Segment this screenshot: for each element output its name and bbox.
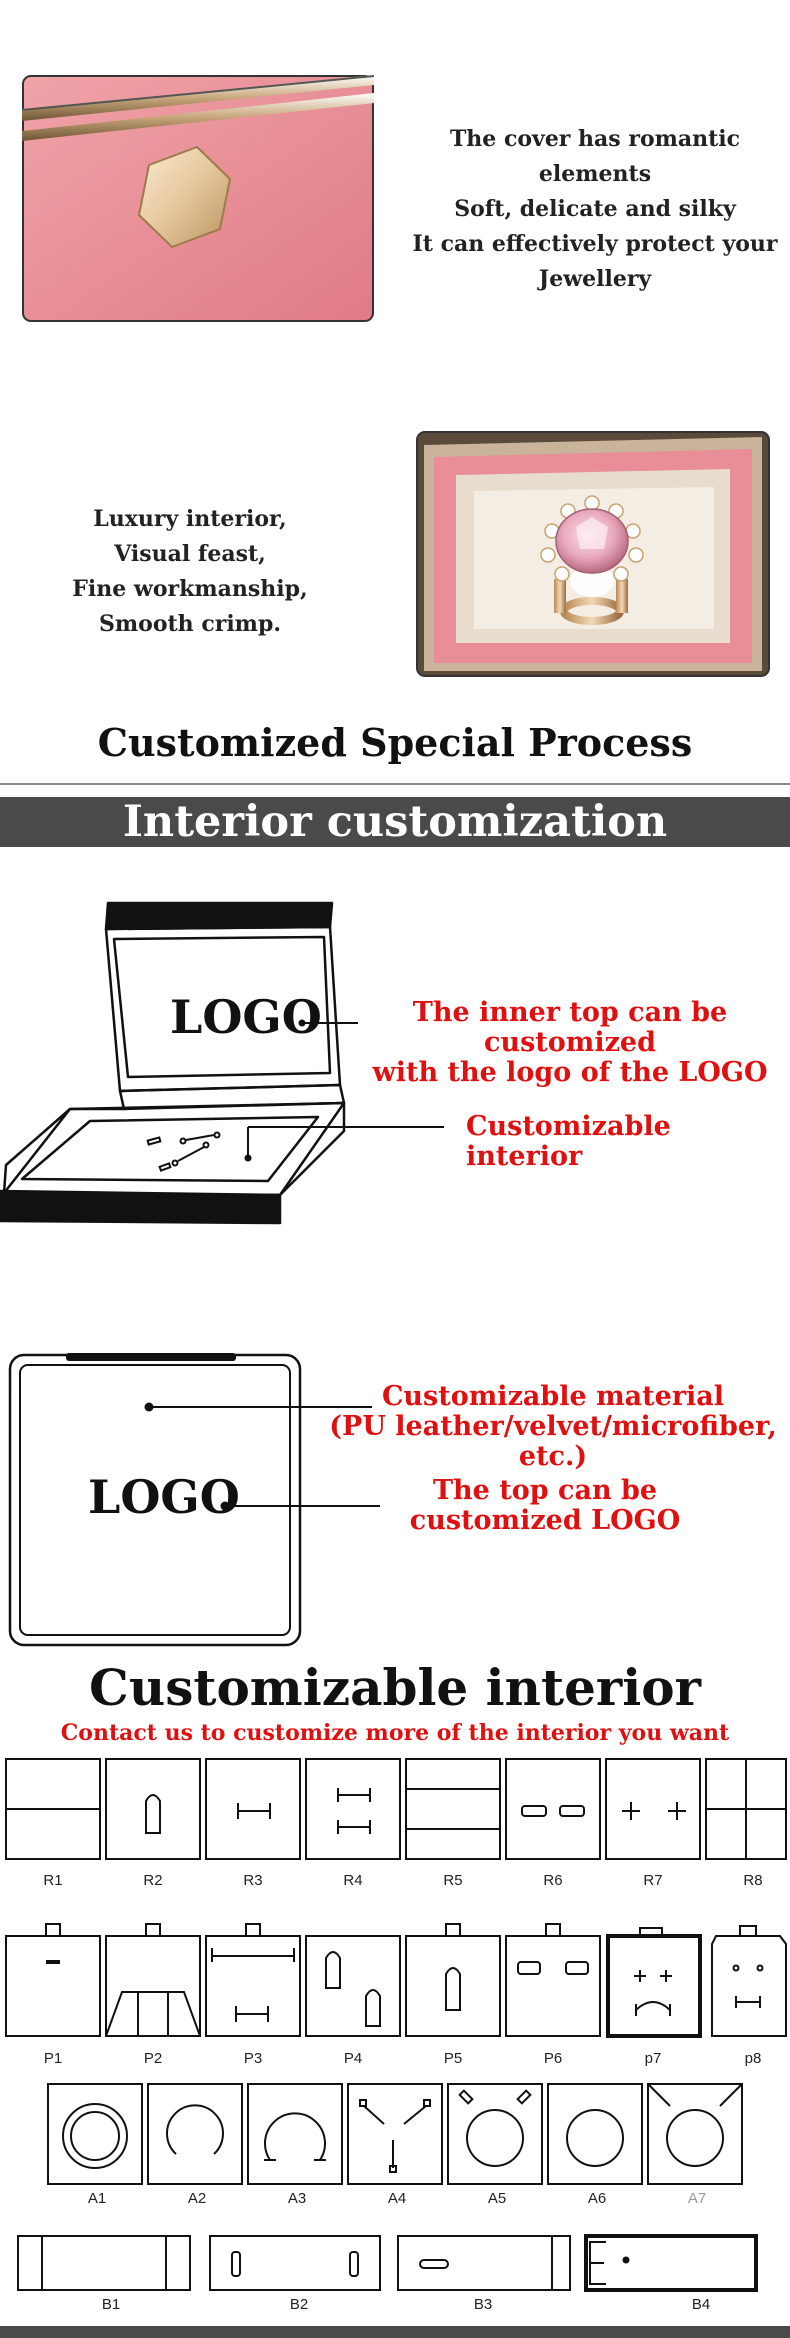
inner-top-caption-line: The inner top can be customized — [412, 997, 728, 1058]
logo-text: LOGO — [88, 1470, 240, 1524]
interior-caption: Customizable interior — [466, 1111, 671, 1172]
insert-label-a3: A3 — [287, 2190, 307, 2207]
leader-line — [298, 1012, 358, 1027]
insert-row-a — [0, 2080, 790, 2190]
process-title: Customized Special Process — [97, 720, 693, 765]
insert-label-r3: R3 — [243, 1872, 263, 1889]
insert-row-p — [0, 1918, 790, 2044]
cover-line: Soft, delicate and silky — [454, 196, 736, 222]
interior-subtitle: Contact us to customize more of the inte… — [60, 1720, 730, 1746]
insert-label-r5: R5 — [443, 1872, 463, 1889]
insert-label-r1: R1 — [43, 1872, 63, 1889]
insert-label-a2: A2 — [187, 2190, 207, 2207]
cover-line: The cover has romantic elements — [449, 126, 741, 187]
insert-row-r — [0, 1755, 790, 1865]
insert-label-p4: P4 — [343, 2050, 363, 2067]
insert-label-r4: R4 — [343, 1872, 363, 1889]
insert-label-r6: R6 — [543, 1872, 563, 1889]
insert-label-a5: A5 — [487, 2190, 507, 2207]
material-caption-line: (PU leather/velvet/microfiber, etc.) — [329, 1411, 777, 1472]
insert-label-p5: P5 — [443, 2050, 463, 2067]
top-caption: The top can be customized LOGO — [395, 1476, 695, 1536]
insert-label-b4: B4 — [691, 2296, 711, 2313]
banner-title: Interior customization — [122, 797, 668, 847]
interior-description: Luxury interior, Visual feast, Fine work… — [40, 502, 340, 642]
insert-label-p7: p7 — [644, 2050, 662, 2067]
insert-label-a7: A7 — [687, 2190, 707, 2207]
cover-photo — [22, 75, 374, 322]
cover-line: It can effectively protect your — [412, 231, 778, 257]
insert-label-p8: p8 — [744, 2050, 762, 2067]
cover-line: Jewellery — [538, 266, 652, 292]
inner-top-caption: The inner top can be customized with the… — [355, 998, 785, 1088]
cover-description: The cover has romantic elements Soft, de… — [400, 122, 790, 297]
divider — [0, 783, 790, 785]
ring-photo — [416, 431, 770, 677]
interior-line: Visual feast, — [114, 541, 266, 567]
insert-label-a6: A6 — [587, 2190, 607, 2207]
insert-label-r2: R2 — [143, 1872, 163, 1889]
leader-line — [220, 1496, 380, 1511]
insert-label-b2: B2 — [289, 2296, 309, 2313]
insert-label-p6: P6 — [543, 2050, 563, 2067]
insert-label-p3: P3 — [243, 2050, 263, 2067]
interior-line: Luxury interior, — [93, 506, 287, 532]
insert-label-a4: A4 — [387, 2190, 407, 2207]
insert-label-r8: R8 — [743, 1872, 763, 1889]
interior-line: Fine workmanship, — [72, 576, 308, 602]
material-caption-line: Customizable material — [381, 1381, 725, 1412]
insert-row-b — [0, 2232, 790, 2298]
logo-text: LOGO — [170, 990, 322, 1044]
leader-line — [144, 1397, 372, 1412]
top-caption-line: customized LOGO — [409, 1505, 681, 1536]
insert-label-p1: P1 — [43, 2050, 63, 2067]
insert-label-b3: B3 — [473, 2296, 493, 2313]
material-caption: Customizable material (PU leather/velvet… — [318, 1382, 788, 1472]
insert-label-b1: B1 — [101, 2296, 121, 2313]
banner: Interior customization — [0, 797, 790, 847]
closed-box-diagram — [8, 1352, 302, 1647]
top-caption-line: The top can be — [432, 1475, 658, 1506]
bottom-bar — [0, 2326, 790, 2338]
insert-label-r7: R7 — [643, 1872, 663, 1889]
interior-title: Customizable interior — [89, 1658, 701, 1717]
interior-line: Smooth crimp. — [99, 611, 281, 637]
insert-label-p2: P2 — [143, 2050, 163, 2067]
insert-label-a1: A1 — [87, 2190, 107, 2207]
inner-top-caption-line: with the logo of the LOGO — [372, 1057, 768, 1088]
leader-line — [244, 1123, 444, 1163]
open-box-diagram — [0, 895, 360, 1235]
